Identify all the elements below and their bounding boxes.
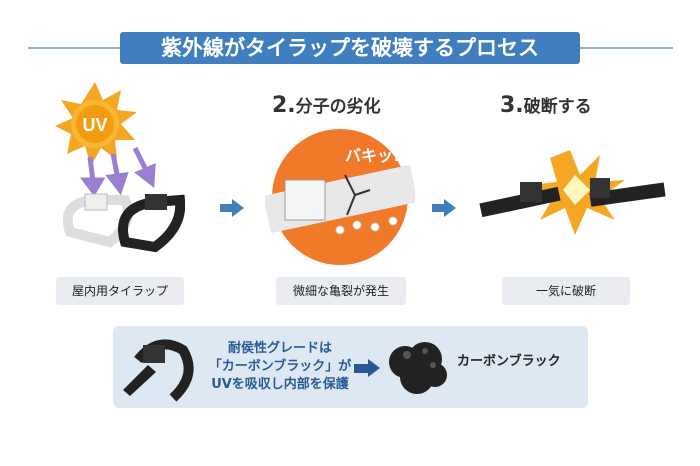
title-rule-left [28, 47, 128, 49]
arrow-shaft-3 [354, 364, 368, 373]
arrow-right-icon [444, 199, 456, 217]
black-tie-icon [118, 194, 185, 253]
burst-text: バキッ! [345, 146, 400, 165]
uv-label: UV [82, 115, 107, 135]
arrow-shaft-1 [220, 204, 232, 212]
label-indoor-tie: 屋内用タイラップ [56, 277, 184, 305]
step-2-title: 2.分子の劣化 [272, 93, 381, 118]
carbon-black-label: カーボンブラック [457, 354, 561, 369]
uv-rays-icon [80, 146, 156, 197]
crack-icon [344, 174, 371, 216]
arrow-right-icon [368, 359, 380, 377]
degradation-illustration: バキッ! [265, 129, 415, 265]
break-illustration [479, 150, 666, 235]
label-micro-crack: 微細な亀裂が発生 [276, 277, 406, 305]
sun-icon [55, 82, 137, 166]
title-rule-right [575, 47, 673, 49]
arrow-shaft-2 [432, 204, 444, 212]
step-3-title: 3.破断する [500, 93, 592, 118]
carbon-black-icon [389, 342, 447, 394]
uv-tie-illustration: UV [55, 82, 185, 253]
page-title: 紫外線がタイラップを破壊するプロセス [120, 32, 580, 64]
arrow-right-icon [232, 199, 244, 217]
label-break: 一気に破断 [502, 277, 630, 305]
black-tie-icon [123, 339, 194, 402]
molecule-icon [335, 216, 398, 235]
